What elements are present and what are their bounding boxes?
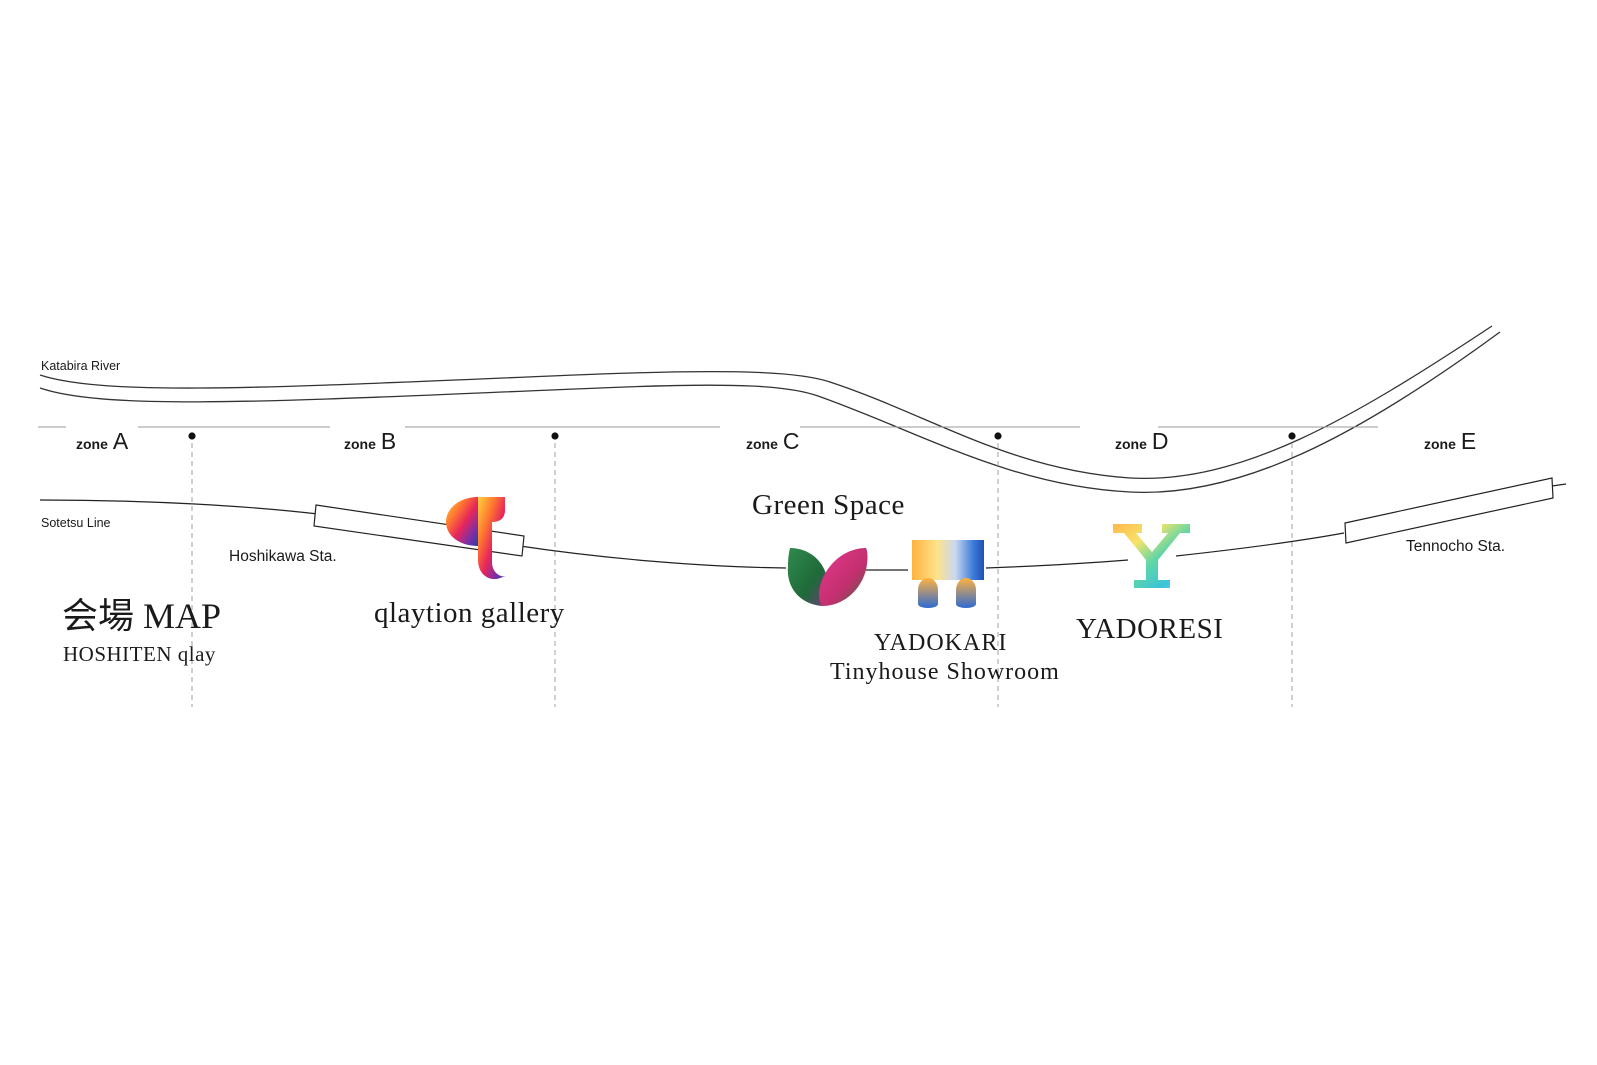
zone-dot xyxy=(188,432,196,440)
leaf-logo-icon[interactable] xyxy=(787,548,868,606)
yadokari-subtitle: Tinyhouse Showroom xyxy=(830,659,1060,685)
green-space-label: Green Space xyxy=(752,489,905,521)
map-subtitle: HOSHITEN qlay xyxy=(63,642,216,666)
katabira-river xyxy=(39,325,1501,494)
sotetsu-line xyxy=(39,483,1567,571)
qlaytion-gallery-label: qlaytion gallery xyxy=(374,597,565,629)
y-logo-icon[interactable] xyxy=(1113,524,1190,588)
river-label: Katabira River xyxy=(41,359,120,373)
zone-dot xyxy=(1288,432,1296,440)
zone-boundary-dots xyxy=(188,432,1296,440)
q-logo-icon[interactable] xyxy=(446,497,506,580)
zone-dividers xyxy=(191,434,1293,707)
map-title: 会場 MAP xyxy=(62,596,221,636)
yadokari-label: YADOKARI xyxy=(874,630,1007,656)
zone-dot xyxy=(551,432,559,440)
tennocho-station-label: Tennocho Sta. xyxy=(1406,538,1505,555)
rail-label: Sotetsu Line xyxy=(41,516,111,530)
zone-dot xyxy=(994,432,1002,440)
hoshikawa-station-label: Hoshikawa Sta. xyxy=(229,548,337,565)
tennocho-station[interactable] xyxy=(1344,477,1554,544)
tinyhouse-logo-icon[interactable] xyxy=(912,540,984,608)
yadoresi-label: YADORESI xyxy=(1076,613,1223,645)
